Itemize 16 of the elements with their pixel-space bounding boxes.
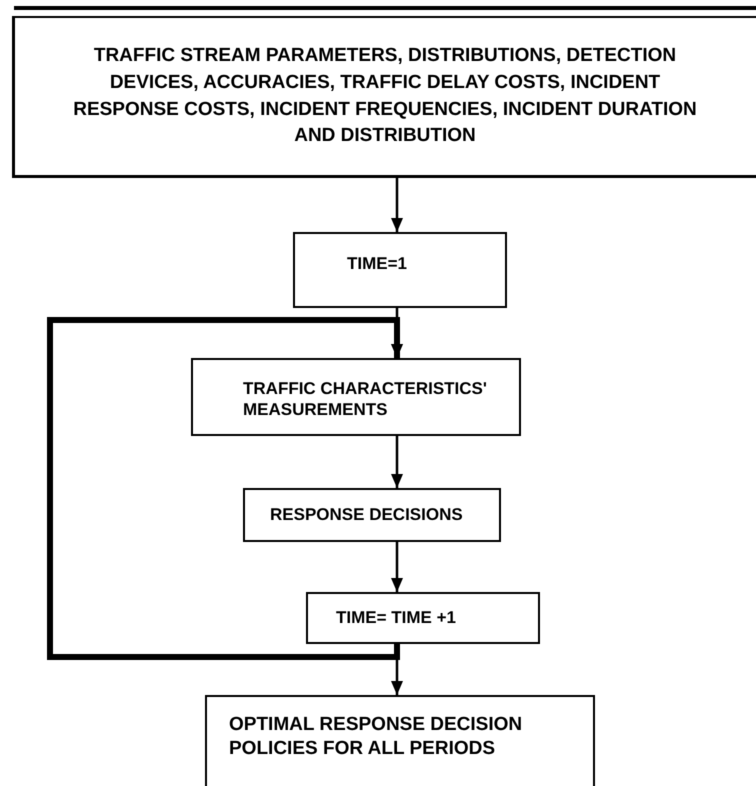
process-box [191,358,521,436]
process-box [306,592,540,644]
box-text: TIME=1 [347,253,407,275]
box-text: OPTIMAL RESPONSE DECISION POLICIES FOR ALL PERIODS [229,713,524,760]
box-text: RESPONSE DECISIONS [270,504,463,526]
arrow [391,542,403,592]
process-box [205,695,595,786]
arrow [47,317,403,660]
box-text: TIME= TIME +1 [336,607,456,629]
process-box [12,16,756,178]
arrow [391,436,403,488]
box-text: TRAFFIC CHARACTERISTICS' MEASUREMENTS [243,378,488,420]
process-box [293,232,507,308]
box-text: TRAFFIC STREAM PARAMETERS, DISTRIBUTIONS, DETECTION DEVICES, ACCURACIES, TRAFFIC DELAY COSTS, INCIDENT RESPONSE COSTS, INCIDENT FREQUENCIES, INCIDENT DURATION AND DISTRIBUTION [72,44,698,148]
process-box [243,488,501,542]
arrow [391,178,403,232]
